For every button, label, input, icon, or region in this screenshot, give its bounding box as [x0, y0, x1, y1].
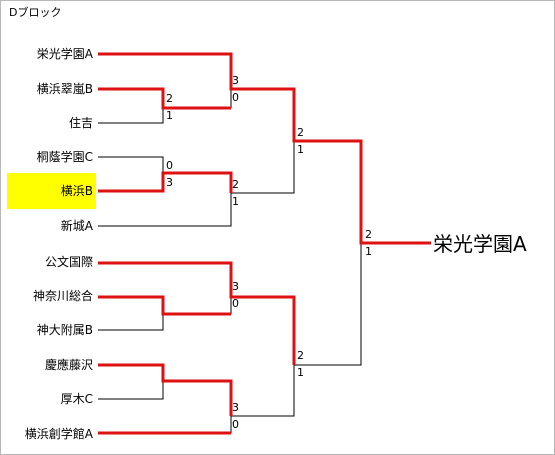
- winner-line: [98, 295, 231, 316]
- team-label: 桐蔭学園C: [36, 150, 93, 164]
- bracket-line: [231, 141, 295, 194]
- score: 2: [297, 126, 304, 139]
- winner-line: [98, 87, 231, 110]
- winner-line: [98, 171, 233, 193]
- score: 0: [232, 418, 239, 431]
- bracket-line: [98, 193, 232, 227]
- bracket-line: [98, 381, 164, 400]
- bracket-line: [98, 108, 164, 124]
- score: 1: [232, 195, 239, 208]
- score: 0: [232, 297, 239, 310]
- score: 1: [297, 366, 304, 379]
- team-label: 神大附属B: [36, 323, 93, 337]
- score: 1: [365, 245, 372, 258]
- block-title: Dブロック: [9, 6, 62, 19]
- score: 3: [232, 74, 239, 87]
- score: 2: [166, 92, 173, 105]
- winner-line: [98, 261, 296, 365]
- team-label: 慶應藤沢: [44, 358, 93, 372]
- highlighted-team-background: [7, 173, 96, 209]
- team-label: 住吉: [68, 116, 93, 130]
- team-label: 公文国際: [44, 255, 93, 269]
- score: 0: [166, 159, 173, 172]
- score: 2: [297, 349, 304, 362]
- score: 3: [166, 176, 173, 189]
- score: 3: [232, 401, 239, 414]
- winner-line: [98, 363, 233, 416]
- team-label: 横浜翠嵐B: [36, 82, 93, 96]
- team-label: 厚木C: [60, 392, 93, 406]
- score: 3: [232, 280, 239, 293]
- team-label: 栄光学園A: [36, 47, 93, 61]
- team-label-highlighted: 横浜B: [60, 184, 93, 198]
- score: 2: [365, 228, 372, 241]
- bracket-line: [294, 243, 362, 366]
- bracket-line: [98, 314, 164, 331]
- team-label: 横浜創学館A: [24, 427, 93, 441]
- score: 2: [232, 178, 239, 191]
- score: 1: [166, 109, 173, 122]
- winner-label: 栄光学園A: [433, 232, 527, 256]
- team-label: 新城A: [60, 219, 93, 233]
- score: 1: [297, 143, 304, 156]
- winner-line: [98, 52, 431, 245]
- score: 0: [232, 91, 239, 104]
- team-label: 神奈川総合: [32, 289, 93, 303]
- bracket-line: [231, 365, 295, 417]
- bracket-line: [98, 156, 164, 173]
